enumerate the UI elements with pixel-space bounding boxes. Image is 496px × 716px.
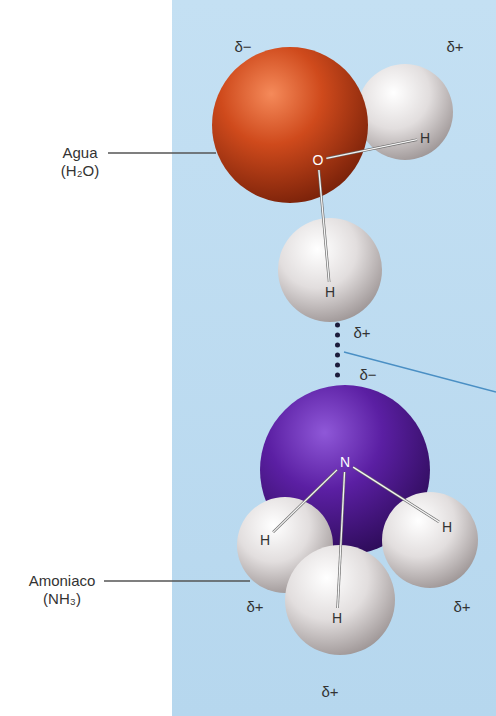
bond-line xyxy=(273,470,337,532)
background-panel xyxy=(172,0,496,716)
atom-symbol: H xyxy=(260,533,270,547)
partial-charge: δ− xyxy=(234,38,251,56)
bond-line-shadow xyxy=(319,170,329,282)
leader-line xyxy=(344,352,496,392)
partial-charge-anchor: δ− xyxy=(359,366,376,384)
covalent-bond xyxy=(319,170,329,282)
atom-symbol: H xyxy=(420,131,430,145)
partial-charge-anchor: δ+ xyxy=(246,598,263,616)
partial-charge: δ+ xyxy=(453,598,470,616)
partial-charge-anchor: δ+ xyxy=(321,683,338,701)
leader-line xyxy=(108,152,216,153)
hydrogen-atom: H xyxy=(285,545,395,655)
bond-line xyxy=(338,472,345,608)
hydrogen-sphere xyxy=(278,218,382,322)
partial-charge: δ+ xyxy=(246,598,263,616)
atom-symbol: O xyxy=(313,153,324,167)
bond-line-shadow xyxy=(338,472,345,608)
hydrogen-atom: H xyxy=(278,218,382,322)
bond-line-shadow xyxy=(353,467,439,522)
molecule-label-anchor: Amoniaco (NH₃) xyxy=(29,572,96,608)
molecule-label: Amoniaco (NH₃) xyxy=(29,572,96,608)
nitrogen-atom: N xyxy=(260,385,430,555)
bond-line xyxy=(326,140,417,159)
partial-charge-anchor: δ+ xyxy=(353,324,370,342)
leader-line xyxy=(104,580,250,581)
oxygen-sphere xyxy=(212,47,368,203)
partial-charge-anchor: δ− xyxy=(234,38,251,56)
partial-charge: δ− xyxy=(359,366,376,384)
molecule-label-anchor: Agua (H₂O) xyxy=(61,144,99,180)
hydrogen-sphere xyxy=(382,492,478,588)
covalent-bond xyxy=(273,470,337,532)
hydrogen-atom: H xyxy=(357,64,453,160)
covalent-bond xyxy=(326,140,417,159)
partial-charge-anchor: δ+ xyxy=(446,38,463,56)
hydrogen-sphere xyxy=(357,64,453,160)
covalent-bond xyxy=(338,472,345,608)
bond-line xyxy=(353,467,439,522)
atom-symbol: H xyxy=(332,611,342,625)
atom-symbol: N xyxy=(340,455,350,469)
hydrogen-atom: H xyxy=(382,492,478,588)
hydrogen-atom: H xyxy=(237,497,333,593)
bond-line xyxy=(319,170,329,282)
partial-charge-anchor: δ+ xyxy=(453,598,470,616)
partial-charge: δ+ xyxy=(353,324,370,342)
hydrogen-bond xyxy=(337,325,338,383)
oxygen-atom: O xyxy=(212,47,368,203)
covalent-bond xyxy=(353,467,439,522)
atom-symbol: H xyxy=(442,520,452,534)
bond-line-shadow xyxy=(326,140,417,159)
atom-symbol: H xyxy=(325,285,335,299)
partial-charge: δ+ xyxy=(321,683,338,701)
bond-line-shadow xyxy=(273,470,337,532)
dotted-bond-line xyxy=(335,325,340,383)
molecule-label: Agua (H₂O) xyxy=(61,144,99,180)
partial-charge: δ+ xyxy=(446,38,463,56)
